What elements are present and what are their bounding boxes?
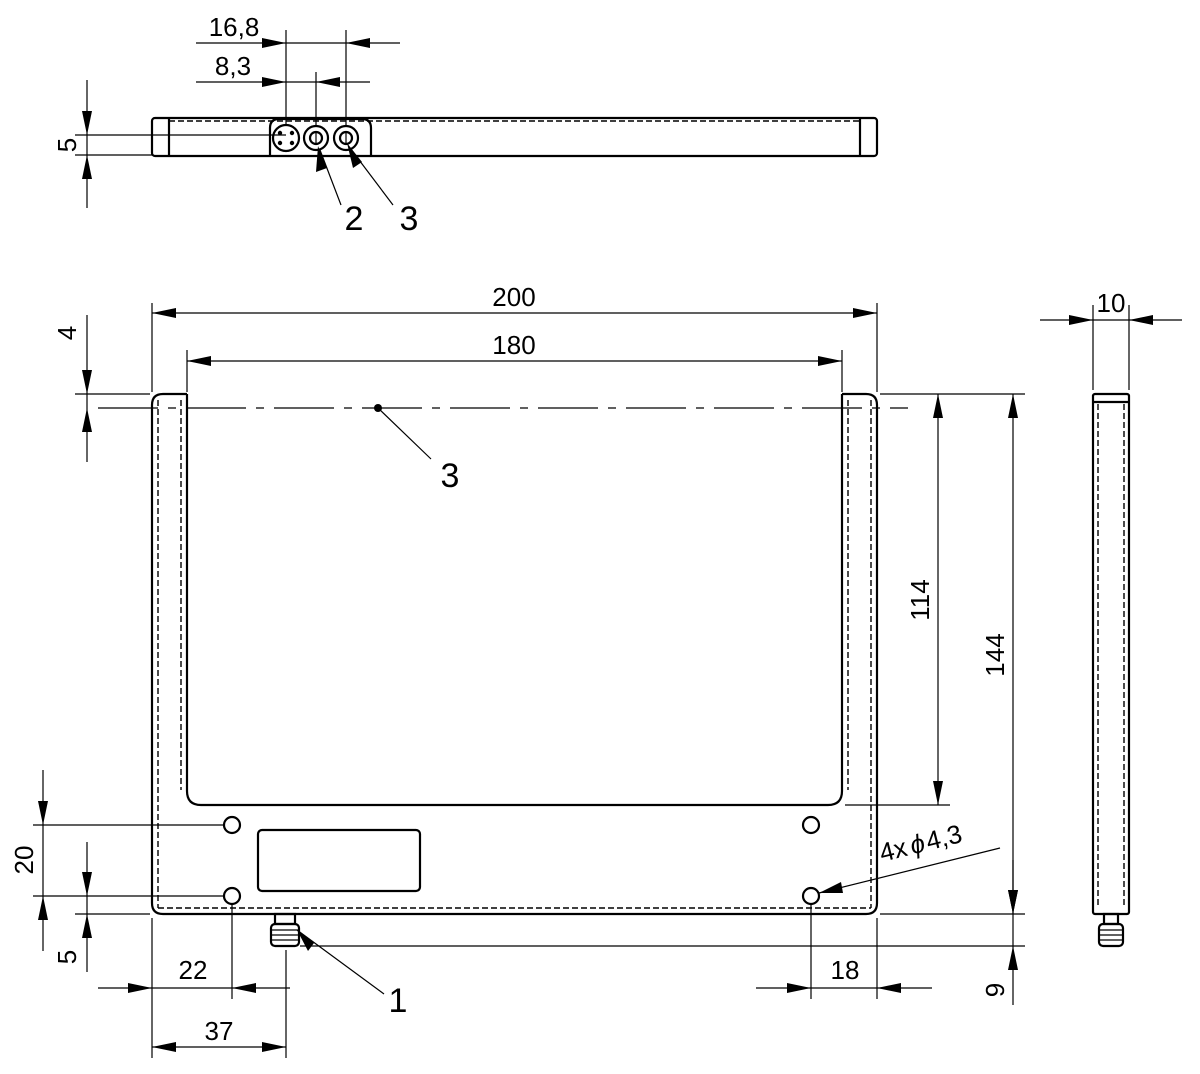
dim-20: 20 (9, 846, 39, 875)
callout-1: 1 (389, 982, 408, 1020)
top-view-body (150, 116, 879, 158)
dim-16-8: 16,8 (209, 12, 260, 42)
dim-5-bottom: 5 (52, 950, 82, 964)
dim-22: 22 (179, 955, 208, 985)
front-view: 3 200 180 4 114 144 (9, 282, 1025, 1058)
dim-8-3: 8,3 (215, 51, 251, 81)
hole-2 (801, 815, 821, 835)
dim-114: 114 (905, 579, 935, 620)
connector-housing (268, 117, 373, 156)
dim-9: 9 (980, 983, 1010, 997)
callout-3-top: 3 (400, 200, 419, 238)
connector-1-front (269, 912, 301, 948)
connector-1-top (271, 123, 301, 153)
hole-4 (801, 886, 821, 906)
led-2-top (302, 124, 330, 152)
top-view: 16,8 8,3 5 2 3 (52, 12, 879, 238)
led-3-top (332, 124, 360, 152)
connector-1-side (1097, 912, 1125, 948)
side-view: 10 (1040, 288, 1182, 948)
dim-144: 144 (980, 633, 1010, 676)
hole-1 (222, 815, 242, 835)
label-plate (256, 828, 422, 893)
dim-5-top: 5 (52, 138, 82, 152)
dim-180: 180 (492, 330, 535, 360)
dim-4: 4 (52, 326, 82, 340)
dim-10: 10 (1097, 288, 1126, 318)
dim-200: 200 (492, 282, 535, 312)
dim-18: 18 (831, 955, 860, 985)
dim-37: 37 (205, 1016, 234, 1046)
frame-outline (150, 392, 879, 916)
window-outline (185, 394, 844, 807)
callout-2: 2 (345, 200, 364, 238)
hole-3 (222, 886, 242, 906)
callout-3-front: 3 (441, 457, 460, 495)
